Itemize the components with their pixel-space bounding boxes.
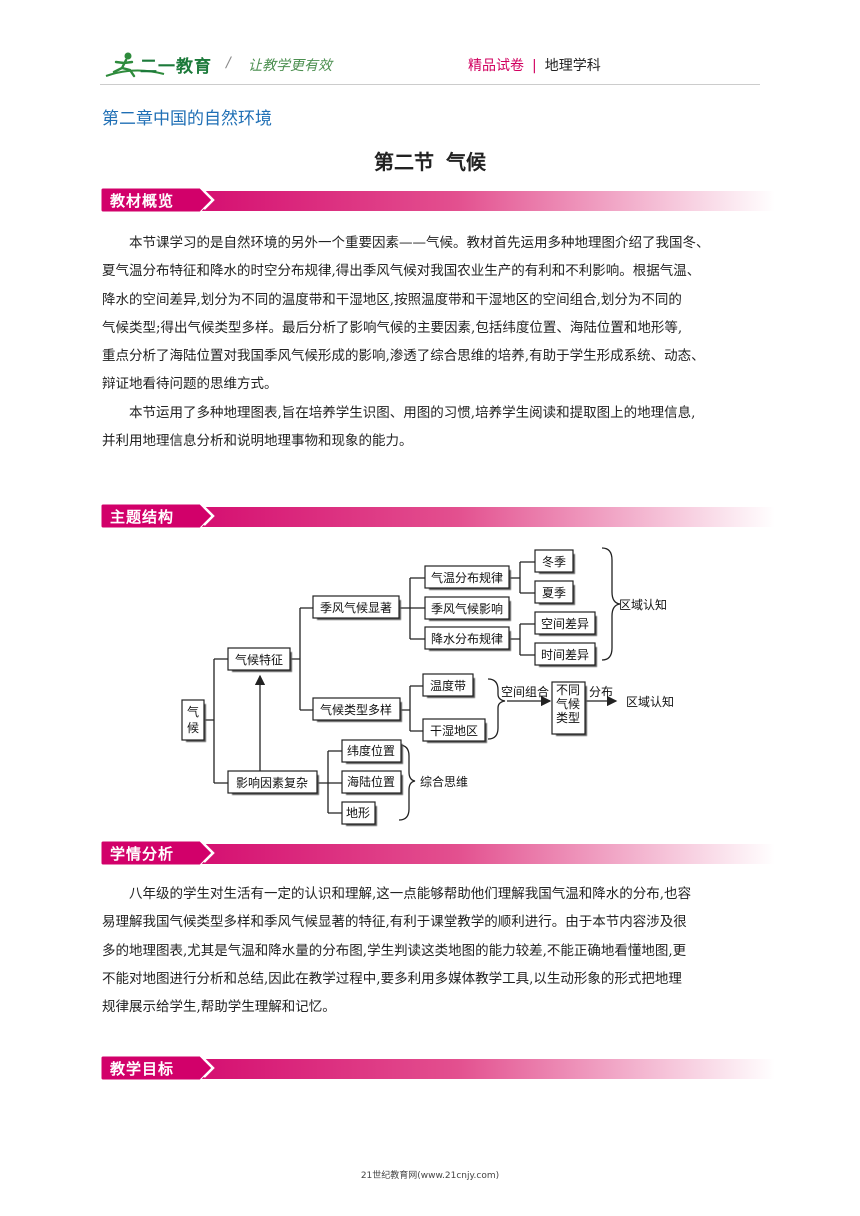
diagram-boxes [181,549,596,825]
node-features: 气候特征 [235,652,283,667]
header-separator: / [226,55,231,71]
text-line: 易理解我国气候类型多样和季风气候显著的特征,有利于课堂教学的顺利进行。由于本节内… [102,914,687,931]
section-label-structure: 主题结构 [110,508,175,526]
logo-text: 二一教育 [140,57,212,77]
section-tab-shape [100,503,215,529]
header-tag-subject: 地理学科 [544,58,601,74]
title-topic: 气候 [446,150,486,174]
node-winter: 冬季 [542,554,566,569]
node-distribute: 分布 [589,685,613,699]
section-tab-shape [100,840,215,866]
analysis-paragraph: 八年级的学生对生活有一定的认识和理解,这一点能够帮助他们理解我国气温和降水的分布… [102,880,772,1021]
text-line: 气候类型;得出气候类型多样。最后分析了影响气候的主要因素,包括纬度位置、海陆位置… [102,319,683,336]
section-label-analysis: 学情分析 [110,845,175,863]
node-time-diff: 时间差异 [541,648,589,662]
text-line: 辩证地看待问题的思维方式。 [102,376,278,393]
section-label-overview: 教材概览 [110,192,175,210]
section-label-goals: 教学目标 [110,1060,175,1078]
node-terrain: 地形 [346,806,370,820]
node-land-sea: 海陆位置 [347,774,395,789]
node-combine: 空间组合 [501,684,549,699]
text-line: 八年级的学生对生活有一定的认识和理解,这一点能够帮助他们理解我国气温和降水的分布… [129,886,692,902]
node-region-2: 区域认知 [626,695,674,709]
header-slogan: 让教学更有效 [248,58,332,74]
header-rule [100,84,760,85]
section-bar-goals: 教学目标 [100,1055,775,1081]
runner-logo-icon [105,52,165,78]
header-tags: 精品试卷 | 地理学科 [468,55,601,75]
header-divider: | [532,58,537,74]
section-tab-shape [100,187,215,213]
node-summer: 夏季 [542,586,566,600]
node-thinking: 综合思维 [420,774,468,789]
overview-paragraph: 本节课学习的是自然环境的另外一个重要因素——气候。教材首先运用多种地理图介绍了我… [102,229,772,455]
node-latitude: 纬度位置 [347,743,395,758]
node-rain-rule: 降水分布规律 [431,631,503,646]
node-diff-types: 不同气候类型 [556,683,580,725]
page-title: 第二节气候 [0,146,860,175]
node-root: 气候 [187,704,199,735]
text-line: 规律展示给学生,帮助学生理解和记忆。 [102,999,336,1016]
title-section: 第二节 [374,150,434,174]
text-line: 本节运用了多种地理图表,旨在培养学生识图、用图的习惯,培养学生阅读和提取图上的地… [129,404,696,421]
chapter-title: 第二章中国的自然环境 [102,109,272,129]
node-dry-wet: 干湿地区 [430,723,478,738]
page-footer: 21世纪教育网(www.21cnjy.com) [360,1171,500,1181]
node-temp-rule: 气温分布规律 [431,570,503,585]
text-line: 本节课学习的是自然环境的另外一个重要因素——气候。教材首先运用多种地理图介绍了我… [129,235,710,251]
node-types: 气候类型多样 [320,702,392,717]
section-bar-analysis: 学情分析 [100,840,775,866]
node-monsoon-effect: 季风气候影响 [431,601,503,616]
text-line: 重点分析了海陆位置对我国季风气候形成的影响,渗透了综合思维的培养,有助于学生形成… [102,348,705,365]
header-tag-quality: 精品试卷 [468,58,524,74]
node-temp-zone: 温度带 [430,678,466,693]
text-line: 并利用地理信息分析和说明地理事物和现象的能力。 [102,433,413,450]
node-monsoon: 季风气候显著 [320,600,392,615]
section-bar-structure: 主题结构 [100,503,775,529]
node-region-1: 区域认知 [619,598,667,612]
section-tab-shape [100,1055,215,1081]
text-line: 降水的空间差异,划分为不同的温度带和干湿地区,按照温度带和干湿地区的空间组合,划… [102,291,682,308]
node-factors: 影响因素复杂 [236,775,308,790]
text-line: 夏气温分布特征和降水的时空分布规律,得出季风气候对我国农业生产的有利和不利影响。… [102,263,701,280]
node-space-diff: 空间差异 [541,617,589,631]
text-line: 多的地理图表,尤其是气温和降水量的分布图,学生判读这类地图的能力较差,不能正确地… [102,942,687,959]
section-bar-overview: 教材概览 [100,187,775,213]
text-line: 不能对地图进行分析和总结,因此在教学过程中,要多利用多媒体教学工具,以生动形象的… [102,970,682,987]
